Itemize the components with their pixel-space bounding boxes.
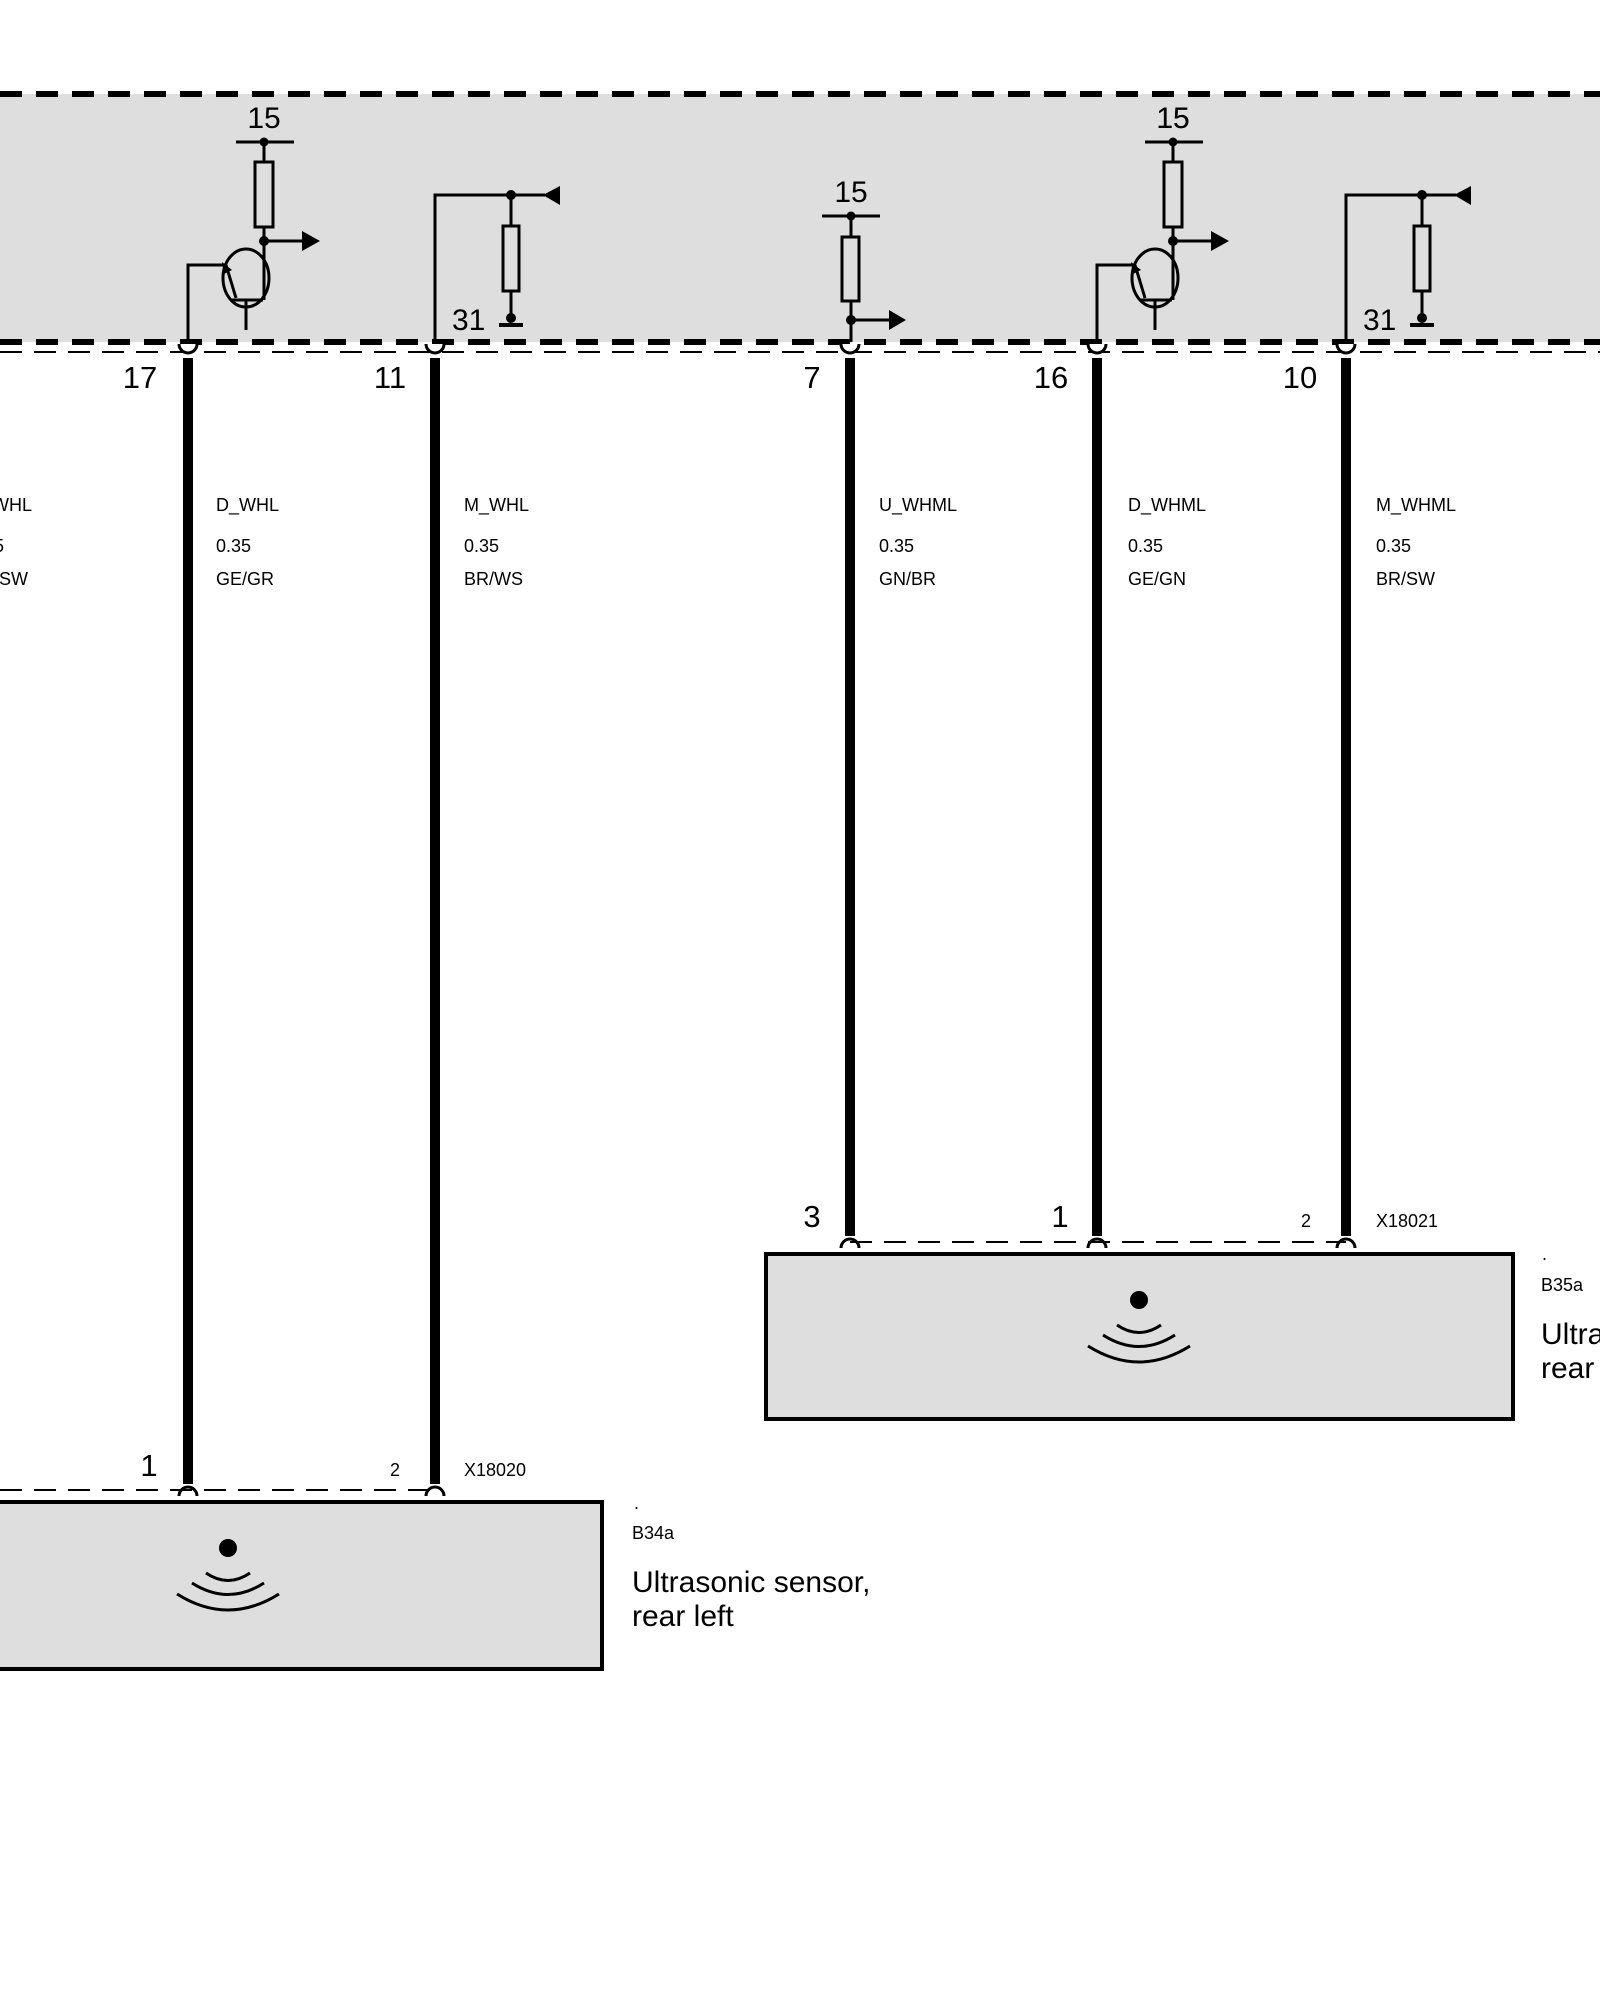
sensor-pin-number: 2 xyxy=(390,1460,400,1480)
sensor-name: Ultra xyxy=(1541,1318,1600,1351)
ground-label-31: 31 xyxy=(1363,304,1396,337)
supply-label-15: 15 xyxy=(1156,102,1189,135)
pin-number: 16 xyxy=(1034,360,1068,395)
supply-label-15: 15 xyxy=(247,102,280,135)
wire-cross-section: 0.35 xyxy=(1128,536,1163,556)
sensor-name: Ultrasonic sensor, xyxy=(632,1566,870,1599)
wire-signal-label: WHL xyxy=(0,495,32,515)
wire-signal-label: M_WHL xyxy=(464,495,529,516)
sensor-name: rear xyxy=(1541,1352,1594,1385)
sensor-pin-number: 1 xyxy=(1051,1199,1068,1234)
pin-number: 10 xyxy=(1283,360,1317,395)
transistor-circuit-pin17: 15 xyxy=(186,102,320,342)
wire-color-code: GE/GN xyxy=(1128,569,1186,589)
sensor-name: rear left xyxy=(632,1600,734,1633)
output-arrow-icon xyxy=(889,310,906,330)
wire-color-code: BR/WS xyxy=(464,569,523,589)
ground-label-31: 31 xyxy=(452,304,485,337)
wire-cross-section: 5 xyxy=(0,536,4,556)
ultrasonic-icon xyxy=(1087,1291,1191,1364)
wire-cross-section: 0.35 xyxy=(1376,536,1411,556)
wire-color-code: GE/GR xyxy=(216,569,274,589)
sensor-dot: . xyxy=(634,1493,639,1513)
wire-color-code: GN/BR xyxy=(879,569,936,589)
sensor-id: B35a xyxy=(1541,1275,1584,1295)
sensor-dot: . xyxy=(1542,1244,1547,1264)
sensor-b34a[interactable]: 1 2 X18020 . B34a Ultrasonic sensor, rea… xyxy=(0,1448,870,1671)
ultrasonic-icon xyxy=(176,1539,280,1612)
sensor-pin-number: 3 xyxy=(803,1199,820,1234)
wire-signal-label: U_WHML xyxy=(879,495,957,516)
wire-cross-section: 0.35 xyxy=(879,536,914,556)
wire-signal-label: D_WHML xyxy=(1128,495,1206,516)
sensor-body xyxy=(0,1500,604,1671)
sensor-id: B34a xyxy=(632,1523,675,1543)
sensor-body xyxy=(764,1252,1515,1421)
wire-cross-section: 0.35 xyxy=(216,536,251,556)
sensor-pin-number: 1 xyxy=(140,1448,157,1483)
wire-color-code: /SW xyxy=(0,569,28,589)
pin-number: 7 xyxy=(803,360,820,395)
wire-cross-section: 0.35 xyxy=(464,536,499,556)
wire-signal-label: M_WHML xyxy=(1376,495,1456,516)
supply-label-15: 15 xyxy=(834,176,867,209)
input-arrow-icon xyxy=(543,186,560,205)
sensor-pin-number: 2 xyxy=(1301,1211,1311,1231)
pullup-circuit-pin7: 15 xyxy=(822,176,906,342)
ground-circuit-pin11: 31 xyxy=(433,186,560,342)
output-arrow-icon xyxy=(302,231,320,251)
pin-number: 17 xyxy=(123,360,157,395)
connector-id: X18020 xyxy=(464,1460,526,1480)
wire-signal-label: D_WHL xyxy=(216,495,279,516)
sensor-b35a[interactable]: 3 1 2 X18021 . B35a Ultra rear xyxy=(764,1199,1600,1421)
connector-id: X18021 xyxy=(1376,1211,1438,1231)
wire-labels: WHL 5 /SW D_WHL 0.35 GE/GR M_WHL 0.35 BR… xyxy=(0,495,1456,589)
wire-color-code: BR/SW xyxy=(1376,569,1435,589)
control-unit-body xyxy=(0,94,1600,342)
pin-number: 11 xyxy=(374,360,406,395)
